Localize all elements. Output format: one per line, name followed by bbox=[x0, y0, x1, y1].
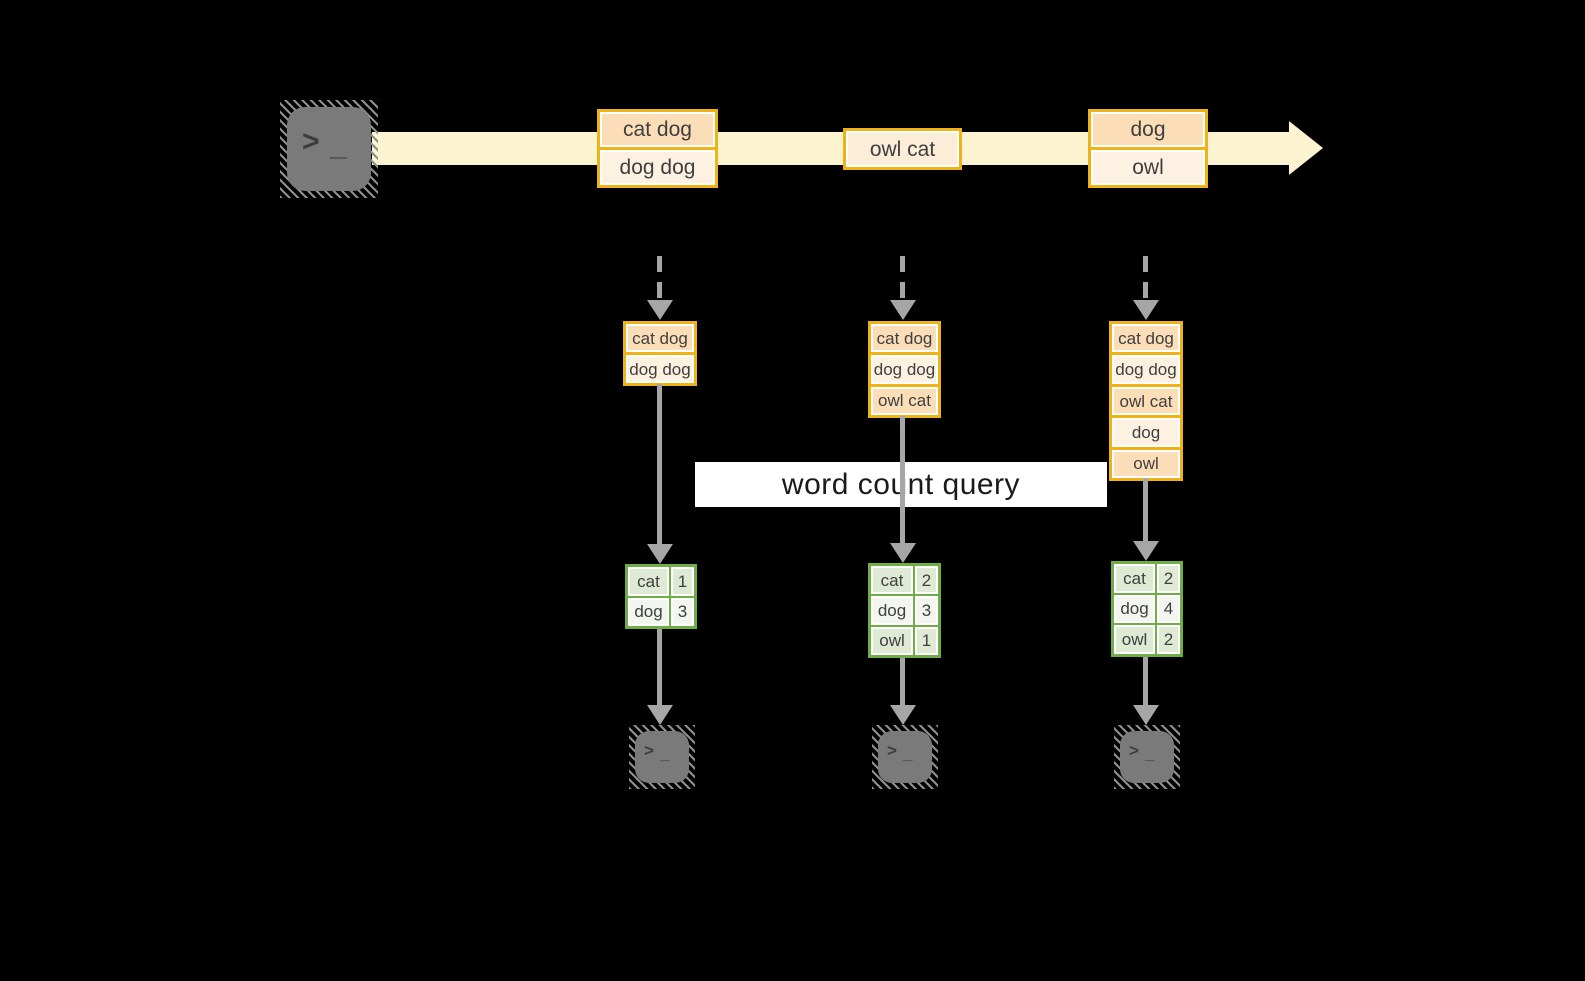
connector-line bbox=[657, 629, 662, 707]
prompt-cursor-icon: _ bbox=[1145, 744, 1155, 763]
word-cell: dog bbox=[628, 597, 669, 626]
count-cell: 2 bbox=[1157, 625, 1180, 654]
count-cell: 4 bbox=[1157, 594, 1180, 624]
word-cell: owl bbox=[1114, 625, 1155, 654]
stream-event-box-3: dog owl bbox=[1088, 109, 1208, 188]
record-cell: dog dog bbox=[1112, 355, 1180, 384]
record-cell: dog dog bbox=[600, 150, 715, 185]
record-cell: cat dog bbox=[600, 112, 715, 147]
terminal-screen: > _ bbox=[1120, 731, 1174, 783]
record-cell: cat dog bbox=[1112, 324, 1180, 353]
count-cell: 3 bbox=[915, 596, 938, 625]
word-cell: cat bbox=[871, 566, 913, 595]
word-cell: cat bbox=[1114, 564, 1155, 593]
prompt-cursor-icon: _ bbox=[330, 129, 347, 162]
record-cell: owl bbox=[1112, 449, 1180, 479]
arrowhead-down-icon bbox=[1133, 300, 1159, 320]
connector-line bbox=[657, 384, 662, 546]
dashed-connector bbox=[657, 256, 662, 302]
arrowhead-down-icon bbox=[647, 705, 673, 725]
record-cell: dog bbox=[1091, 112, 1205, 147]
record-cell: owl cat bbox=[1112, 386, 1180, 416]
connector-line bbox=[900, 658, 905, 707]
word-cell: owl bbox=[871, 626, 913, 655]
stream-event-box-2: owl cat bbox=[843, 128, 962, 170]
word-count-table-1: cat 1 dog 3 bbox=[625, 564, 697, 629]
word-count-table-3: cat 2 dog 4 owl 2 bbox=[1111, 561, 1183, 657]
arrowhead-down-icon bbox=[647, 300, 673, 320]
dashed-connector bbox=[900, 256, 905, 302]
connector-line bbox=[1143, 478, 1148, 542]
prompt-chevron-icon: > bbox=[644, 741, 654, 760]
connector-line bbox=[1143, 657, 1148, 707]
record-cell: dog dog bbox=[626, 355, 694, 383]
prompt-cursor-icon: _ bbox=[660, 744, 670, 763]
consumer-terminal-icon-3: > _ bbox=[1114, 725, 1180, 789]
buffered-records-box-2: cat dog dog dog owl cat bbox=[868, 321, 941, 418]
record-cell: owl cat bbox=[846, 131, 959, 167]
arrowhead-down-icon bbox=[890, 705, 916, 725]
terminal-screen: > _ bbox=[878, 731, 932, 783]
arrowhead-down-icon bbox=[890, 543, 916, 563]
buffered-records-box-1: cat dog dog dog bbox=[623, 321, 697, 386]
prompt-chevron-icon: > bbox=[302, 125, 320, 158]
count-cell: 2 bbox=[915, 566, 938, 595]
count-cell: 1 bbox=[671, 567, 694, 596]
stream-arrowhead-icon bbox=[1289, 121, 1323, 175]
word-cell: dog bbox=[1114, 594, 1155, 624]
count-cell: 1 bbox=[915, 626, 938, 655]
word-count-table-2: cat 2 dog 3 owl 1 bbox=[868, 563, 941, 658]
prompt-chevron-icon: > bbox=[887, 741, 897, 760]
arrowhead-down-icon bbox=[1133, 541, 1159, 561]
count-cell: 2 bbox=[1157, 564, 1180, 593]
arrowhead-down-icon bbox=[647, 544, 673, 564]
record-cell: owl cat bbox=[871, 386, 938, 415]
connector-line bbox=[900, 416, 905, 544]
record-cell: cat dog bbox=[871, 324, 938, 353]
terminal-screen: > _ bbox=[635, 731, 689, 783]
consumer-terminal-icon-2: > _ bbox=[872, 725, 938, 789]
terminal-screen: > _ bbox=[287, 107, 371, 191]
record-cell: dog dog bbox=[871, 355, 938, 384]
producer-terminal-icon: > _ bbox=[280, 100, 378, 198]
buffered-records-box-3: cat dog dog dog owl cat dog owl bbox=[1109, 321, 1183, 481]
prompt-chevron-icon: > bbox=[1129, 741, 1139, 760]
record-cell: owl bbox=[1091, 150, 1205, 185]
prompt-cursor-icon: _ bbox=[903, 744, 913, 763]
consumer-terminal-icon-1: > _ bbox=[629, 725, 695, 789]
word-cell: cat bbox=[628, 567, 669, 596]
stream-event-box-1: cat dog dog dog bbox=[597, 109, 718, 188]
record-cell: dog bbox=[1112, 418, 1180, 447]
word-cell: dog bbox=[871, 596, 913, 625]
count-cell: 3 bbox=[671, 597, 694, 626]
dashed-connector bbox=[1143, 256, 1148, 302]
arrowhead-down-icon bbox=[1133, 705, 1159, 725]
record-cell: cat dog bbox=[626, 324, 694, 352]
arrowhead-down-icon bbox=[890, 300, 916, 320]
